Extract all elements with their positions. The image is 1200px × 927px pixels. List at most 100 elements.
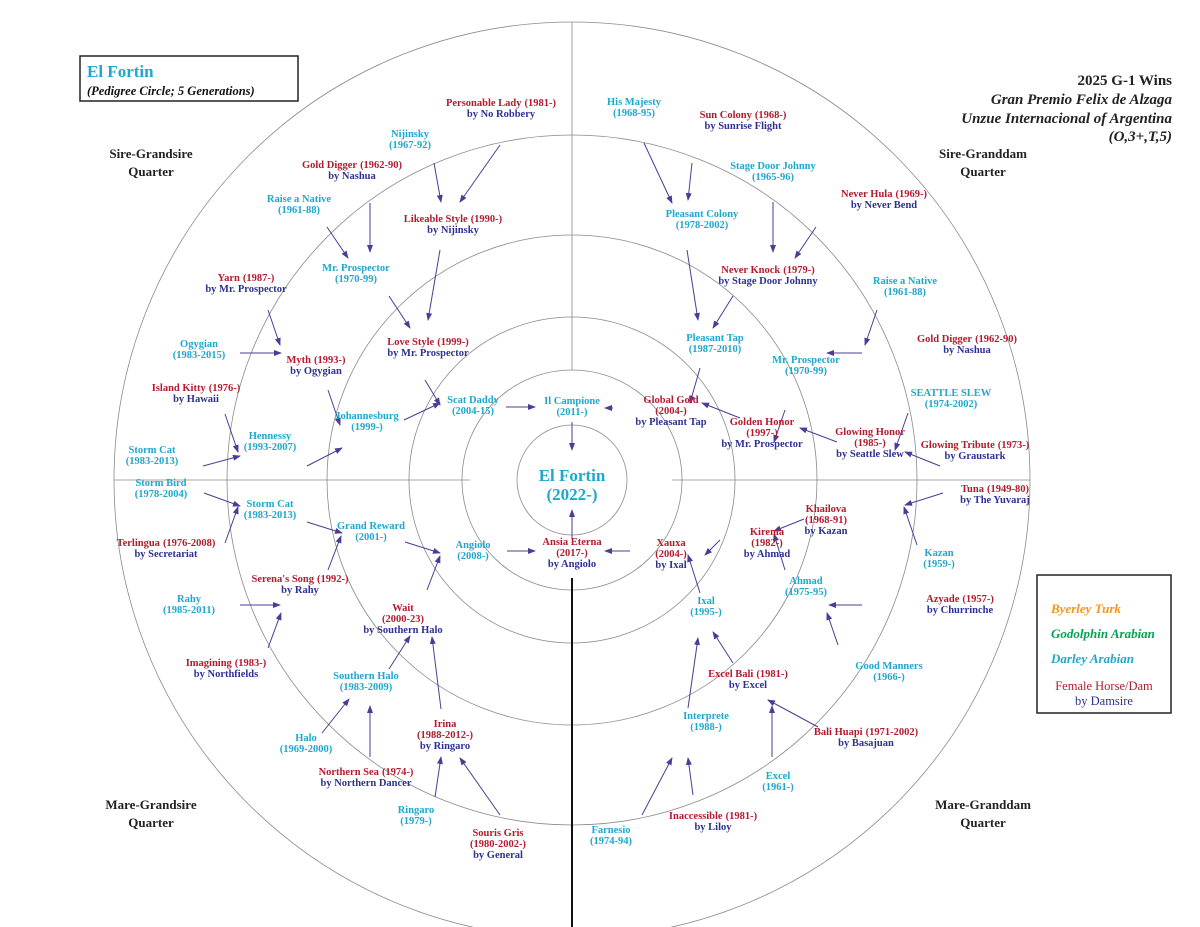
damsire: by Nashua bbox=[943, 345, 991, 356]
horse-name: Sun Colony bbox=[700, 110, 753, 121]
lineage-arrow bbox=[429, 636, 442, 710]
horse-nodes: Il Campione(2011-)Ansia Eterna(2017-)by … bbox=[117, 97, 1030, 861]
horse-years: (2004-15) bbox=[452, 406, 494, 417]
horse-name: Imagining bbox=[186, 658, 233, 669]
damsire: by The Yuvaraj bbox=[960, 495, 1030, 506]
race-title-line: Unzue Internacional of Argentina bbox=[961, 111, 1172, 127]
lineage-arrow bbox=[433, 162, 443, 203]
horse-name: Ixal bbox=[697, 596, 715, 607]
sire-node: Raise a Native(1961-88) bbox=[267, 194, 331, 216]
race-title-line: (O,3+,T,5) bbox=[1109, 129, 1172, 145]
dam-node: Island Kitty(1976-)by Hawaii bbox=[152, 383, 241, 405]
sire-node: Excel(1961-) bbox=[762, 771, 794, 793]
horse-name: Stage Door Johnny bbox=[730, 161, 816, 172]
sire-node: Stage Door Johnny(1965-96) bbox=[730, 161, 816, 183]
horse-name-years: Myth(1993-) bbox=[287, 355, 346, 366]
lineage-arrow bbox=[459, 757, 501, 816]
damsire: by Nashua bbox=[328, 171, 376, 182]
lineage-arrow bbox=[685, 757, 694, 796]
lineage-arrow bbox=[326, 226, 349, 259]
damsire: by Northfields bbox=[194, 669, 258, 680]
horse-name: Xauxa bbox=[656, 538, 686, 549]
horse-years: (1983-2009) bbox=[340, 682, 393, 693]
horse-name-years: Bali Huapi(1971-2002) bbox=[814, 727, 919, 738]
horse-name: Never Knock bbox=[721, 265, 780, 276]
lineage-arrow bbox=[327, 389, 341, 426]
damsire: by Excel bbox=[729, 680, 767, 691]
dam-node: Inaccessible(1981-)by Liloy bbox=[669, 811, 758, 833]
horse-name: Likeable Style bbox=[404, 214, 468, 225]
horse-name-years: Yarn(1987-) bbox=[218, 273, 275, 284]
horse-years: (1968-91) bbox=[805, 515, 847, 526]
legend: Byerley Turk Godolphin Arabian Darley Ar… bbox=[1036, 574, 1172, 714]
title-subtitle: (Pedigree Circle; 5 Generations) bbox=[87, 84, 255, 98]
sire-node: Mr. Prospector(1970-99) bbox=[322, 263, 390, 285]
damsire: by Pleasant Tap bbox=[635, 417, 706, 428]
damsire: by Liloy bbox=[694, 822, 732, 833]
sire-node: Pleasant Colony(1978-2002) bbox=[666, 209, 739, 231]
lineage-arrow bbox=[267, 309, 281, 346]
horse-name: Kazan bbox=[924, 548, 953, 559]
horse-name-years: Tuna(1949-80) bbox=[961, 484, 1029, 495]
sire-node: Good Manners(1966-) bbox=[855, 661, 922, 683]
legend-damsire: by Damsire bbox=[1075, 694, 1133, 708]
horse-name: Hennessy bbox=[249, 431, 292, 442]
horse-years: (1962-90) bbox=[360, 160, 402, 171]
horse-name: Excel bbox=[766, 771, 791, 782]
damsire: by Ogygian bbox=[290, 366, 342, 377]
dam-node: Never Knock(1979-)by Stage Door Johnny bbox=[718, 265, 818, 287]
damsire: by Ahmad bbox=[744, 549, 791, 560]
lineage-arrow bbox=[701, 402, 741, 419]
lineage-arrow bbox=[894, 412, 909, 451]
sire-node: Storm Bird(1978-2004) bbox=[135, 478, 188, 500]
horse-years: (1981-) bbox=[756, 669, 788, 680]
damsire: by Basajuan bbox=[838, 738, 894, 749]
dam-node: Tuna(1949-80)by The Yuvaraj bbox=[960, 484, 1030, 506]
legend-female: Female Horse/Dam bbox=[1055, 679, 1153, 693]
lineage-arrow bbox=[424, 379, 441, 406]
horse-name: Personable Lady bbox=[446, 98, 522, 109]
horse-name: Mr. Prospector bbox=[772, 355, 840, 366]
horse-name: Ahmad bbox=[789, 576, 822, 587]
dam-node: Love Style(1999-)by Mr. Prospector bbox=[387, 337, 469, 359]
dam-node: Northern Sea(1974-)by Northern Dancer bbox=[319, 767, 414, 789]
horse-years: (1949-80) bbox=[987, 484, 1029, 495]
horse-years: (1987-2010) bbox=[689, 344, 742, 355]
lineage-arrows bbox=[202, 142, 944, 816]
horse-name: Ogygian bbox=[180, 339, 218, 350]
sire-node: His Majesty(1968-95) bbox=[607, 97, 662, 119]
sire-node: Grand Reward(2001-) bbox=[337, 521, 405, 543]
legend-darley-arabian: Darley Arabian bbox=[1050, 651, 1134, 666]
horse-years: (1969-) bbox=[895, 189, 927, 200]
horse-years: (1997-) bbox=[746, 428, 778, 439]
dam-node: Serena's Song(1992-)by Rahy bbox=[251, 574, 349, 596]
damsire: by Hawaii bbox=[173, 394, 219, 405]
horse-name-years: Azyade(1957-) bbox=[926, 594, 994, 605]
dam-node: Myth(1993-)by Ogygian bbox=[287, 355, 346, 377]
sire-node: Johannesburg(1999-) bbox=[335, 411, 399, 433]
horse-years: (1976-2008) bbox=[163, 538, 216, 549]
lineage-arrow bbox=[641, 757, 673, 816]
horse-name-years: Likeable Style(1990-) bbox=[404, 214, 503, 225]
sire-node: SEATTLE SLEW(1974-2002) bbox=[911, 388, 992, 410]
horse-name: Halo bbox=[295, 733, 317, 744]
race-title: 2025 G-1 Wins Gran Premio Felix de Alzag… bbox=[961, 73, 1172, 145]
horse-name-years: Terlingua(1976-2008) bbox=[117, 538, 216, 549]
sire-node: Il Campione(2011-) bbox=[544, 396, 600, 418]
horse-name-years: Love Style(1999-) bbox=[387, 337, 469, 348]
dam-node: Excel Bali(1981-)by Excel bbox=[708, 669, 788, 691]
lineage-arrow bbox=[904, 492, 944, 506]
horse-years: (1967-92) bbox=[389, 140, 431, 151]
dam-node: Personable Lady(1981-)by No Robbery bbox=[446, 98, 557, 120]
sire-node: Pleasant Tap(1987-2010) bbox=[686, 333, 744, 355]
horse-years: (1999-) bbox=[351, 422, 383, 433]
lineage-arrow bbox=[794, 226, 817, 259]
horse-years: (1982-) bbox=[751, 538, 783, 549]
horse-years: (1974-2002) bbox=[925, 399, 978, 410]
dam-node: Yarn(1987-)by Mr. Prospector bbox=[205, 273, 287, 295]
lineage-arrow bbox=[704, 539, 721, 556]
lineage-arrow bbox=[224, 413, 239, 453]
lineage-arrow bbox=[767, 699, 819, 728]
horse-years: (2004-) bbox=[655, 406, 687, 417]
